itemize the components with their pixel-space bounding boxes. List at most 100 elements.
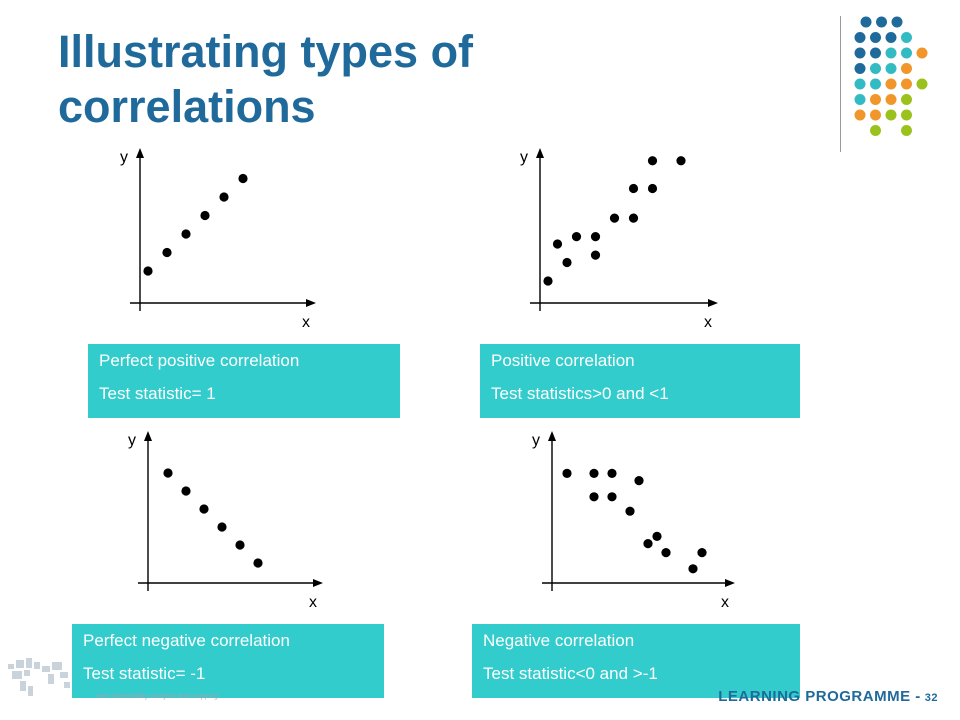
data-point	[647, 156, 658, 166]
caption-line: Perfect negative correlation	[83, 631, 290, 650]
chart-perfect-positive: yx	[120, 148, 316, 331]
grid-dot	[870, 109, 881, 121]
data-point	[562, 257, 572, 268]
data-point	[661, 548, 671, 558]
data-point	[143, 266, 153, 276]
grid-dot	[870, 32, 881, 43]
grid-dot	[901, 125, 912, 136]
chart-perfect-negative: yx	[128, 431, 323, 611]
grid-dot	[854, 94, 866, 105]
grid-dot	[916, 47, 928, 59]
grid-dot	[901, 63, 912, 74]
data-point	[589, 492, 599, 502]
y-axis-label: y	[520, 149, 528, 166]
grid-dot	[870, 78, 881, 90]
grid-dot	[891, 16, 903, 28]
x-axis-label: x	[721, 594, 729, 611]
grid-dot	[901, 32, 912, 43]
grid-dot	[870, 94, 881, 105]
page-number: 32	[924, 692, 938, 704]
grid-dot	[916, 78, 928, 90]
divider-line	[840, 16, 841, 152]
grid-dot	[854, 32, 866, 43]
data-point	[697, 548, 707, 558]
world-map-logo-icon	[8, 658, 70, 696]
caption-negative: Negative correlation Test statistic<0 an…	[472, 624, 800, 698]
x-axis-arrow	[708, 299, 718, 307]
grid-dot	[854, 63, 866, 74]
grid-dot	[870, 47, 881, 59]
data-point	[607, 468, 617, 478]
data-point	[163, 468, 173, 478]
data-point	[238, 173, 248, 184]
data-point	[217, 522, 227, 532]
data-point	[634, 476, 644, 486]
grid-dot	[854, 47, 866, 59]
grid-dot	[885, 47, 897, 59]
data-point	[181, 486, 191, 496]
caption-perfect-positive: Perfect positive correlation Test statis…	[88, 344, 400, 418]
data-point	[235, 540, 245, 550]
caption-line: Positive correlation	[491, 351, 635, 370]
data-point	[628, 183, 639, 194]
data-point	[647, 183, 658, 194]
data-point	[253, 558, 263, 568]
data-point	[200, 210, 210, 221]
data-point	[199, 504, 209, 514]
footer-label: LEARNING PROGRAMME -	[718, 688, 921, 705]
grid-dot	[901, 78, 912, 90]
grid-dot	[854, 78, 866, 90]
data-point	[571, 232, 582, 242]
data-point	[162, 247, 172, 258]
data-point	[590, 250, 601, 260]
y-axis-label: y	[532, 432, 540, 449]
grid-dot	[870, 125, 881, 136]
grid-dot	[901, 94, 912, 105]
caption-line: Perfect positive correlation	[99, 351, 300, 370]
caption-line: Negative correlation	[483, 631, 635, 650]
caption-line: Test statistic<0 and >-1	[483, 664, 658, 683]
x-axis-label: x	[302, 314, 310, 331]
chart-positive: yx	[520, 148, 718, 331]
footer-programme: LEARNING PROGRAMME -32	[718, 688, 938, 705]
grid-dot	[885, 63, 897, 74]
caption-line: Test statistics>0 and <1	[491, 384, 669, 403]
y-axis-arrow	[136, 148, 144, 158]
chart-negative: yx	[532, 431, 735, 611]
y-axis-arrow	[548, 431, 556, 441]
grid-dot	[885, 109, 897, 121]
grid-dot	[901, 109, 912, 121]
caption-perfect-negative: Perfect negative correlation Test statis…	[72, 624, 384, 698]
data-point	[628, 213, 639, 223]
grid-dot	[870, 63, 881, 74]
y-axis-arrow	[144, 431, 152, 441]
x-axis-label: x	[704, 314, 712, 331]
data-point	[219, 192, 229, 202]
data-point	[590, 232, 601, 242]
grid-dot	[901, 47, 912, 59]
caption-line: Test statistic= -1	[83, 664, 206, 683]
data-point	[562, 468, 572, 478]
data-point	[652, 531, 662, 541]
decorative-dot-grid	[854, 16, 928, 136]
grid-dot	[885, 32, 897, 43]
x-axis-arrow	[725, 579, 735, 587]
grid-dot	[885, 94, 897, 105]
x-axis-arrow	[313, 579, 323, 587]
data-point	[543, 276, 553, 286]
data-point	[643, 539, 653, 549]
x-axis-arrow	[306, 299, 316, 307]
data-point	[552, 239, 563, 249]
caption-line: Test statistic= 1	[99, 384, 216, 403]
y-axis-label: y	[120, 149, 128, 166]
data-point	[609, 213, 620, 223]
y-axis-arrow	[536, 148, 544, 158]
data-point	[181, 229, 191, 239]
data-point	[589, 468, 599, 478]
slide-title: Illustrating types of correlations	[58, 26, 474, 132]
data-point	[607, 492, 617, 502]
data-point	[688, 564, 698, 574]
grid-dot	[876, 16, 887, 28]
caption-positive: Positive correlation Test statistics>0 a…	[480, 344, 800, 418]
grid-dot	[885, 78, 897, 90]
